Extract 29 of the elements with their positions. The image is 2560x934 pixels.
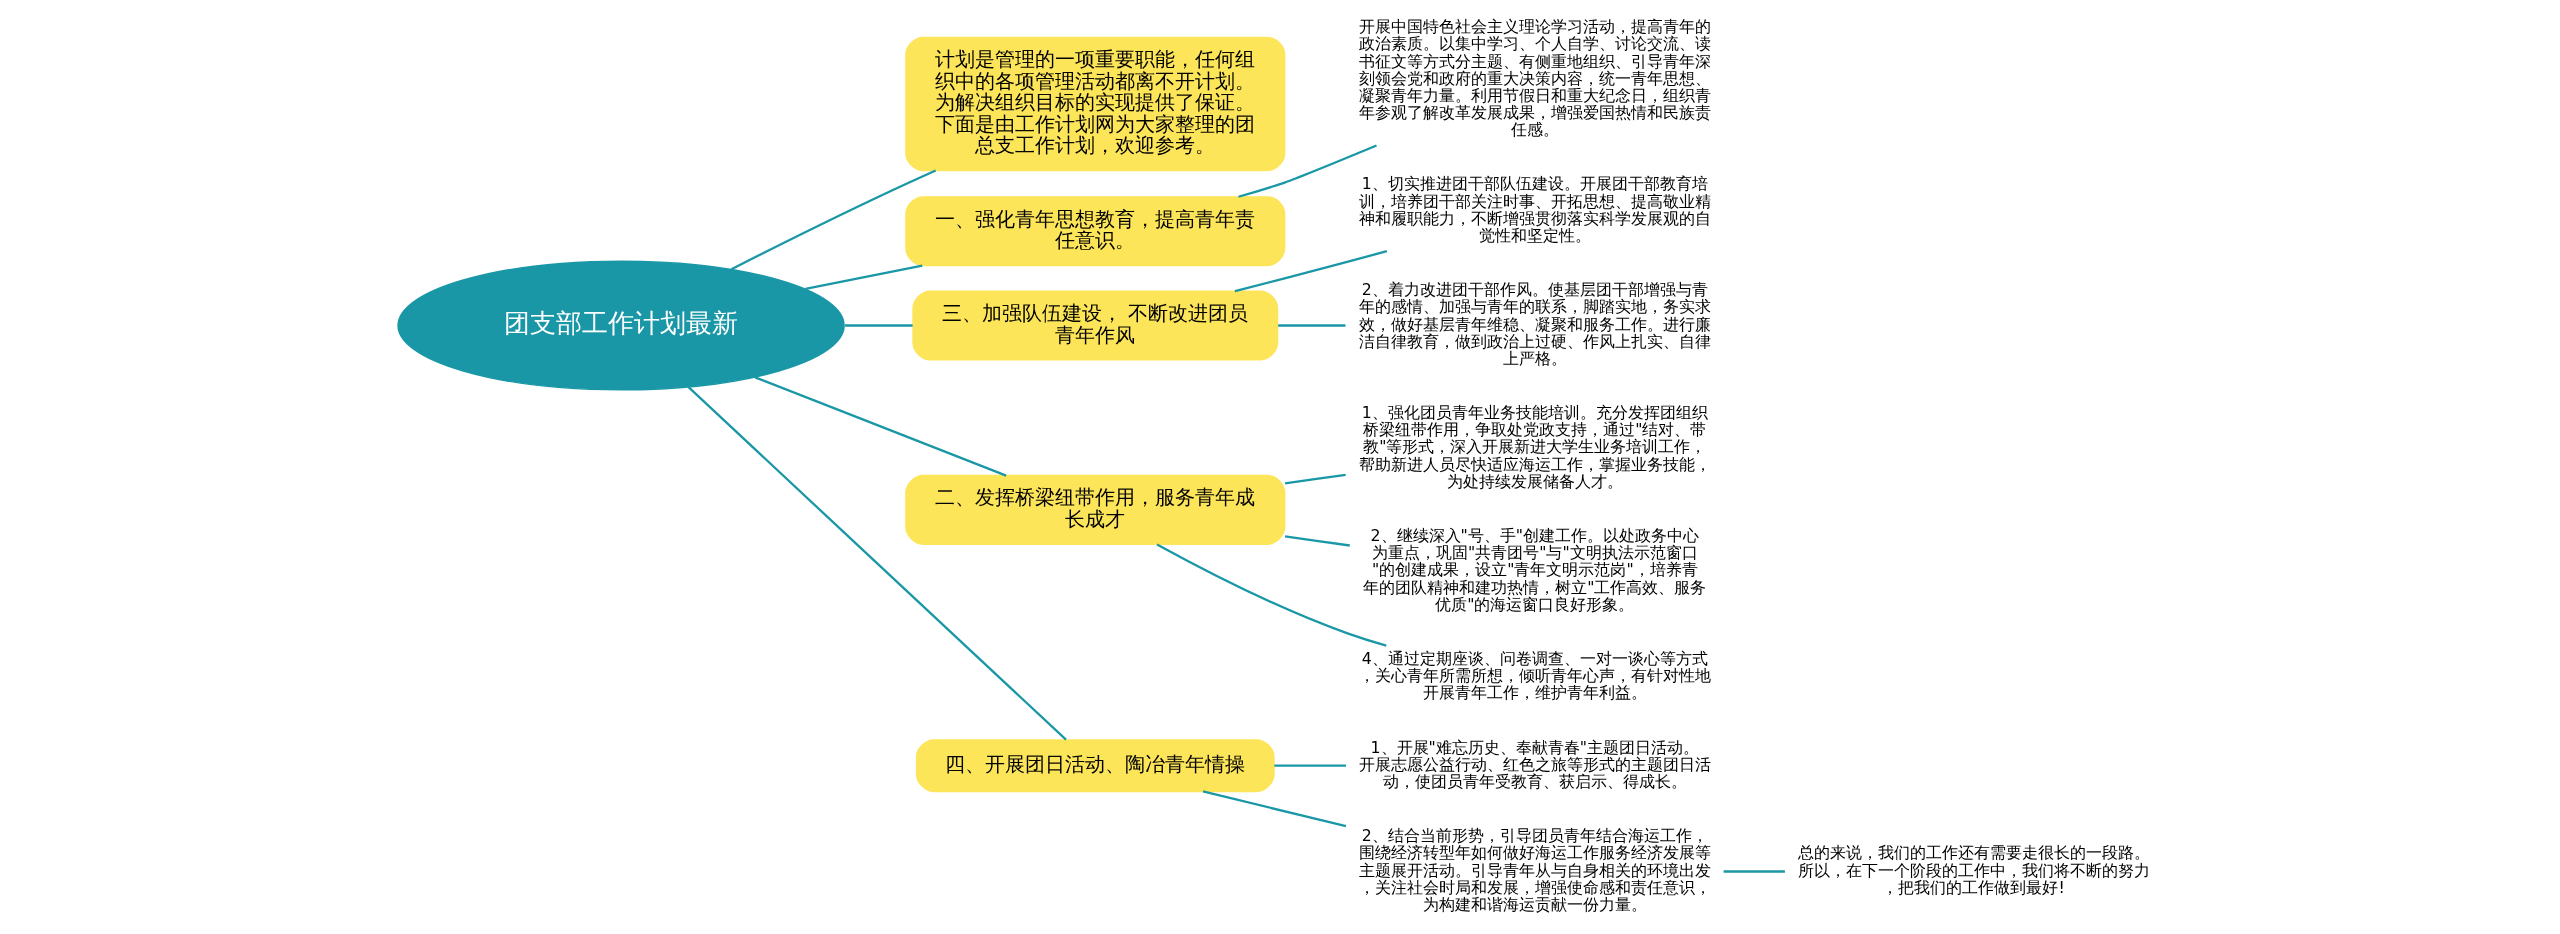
connector [1278,324,1346,327]
node-text: 总的来说，我们的工作还有需要走很长的一段路。所以，在下一个阶段的工作中，我们将不断的努力，把我们的工作做到最好! [1797,843,2150,897]
node-text: 1、切实推进团干部队伍建设。开展团干部教育培训，培养团干部关注时事、开拓思想、提高敬业精神和履职能力，不断增强贯彻落实科学发展观的自觉性和坚定性。 [1358,174,1711,245]
connector [845,324,913,327]
node-text: 4、通过定期座谈、问卷调查、一对一谈心等方式，关心青年所需所想，倾听青年心声，有针对性地开展青年工作，维护青年利益。 [1358,648,1711,703]
connector [1284,473,1346,485]
node-box: 一、强化青年思想教育，提高青年责任意识。 [905,196,1286,267]
connector [1274,764,1346,767]
node-box: 四、开展团日活动、陶冶青年情操 [915,739,1275,793]
node-text: 1、强化团员青年业务技能培训。充分发挥团组织桥梁纽带作用，争取处党政支持，通过"结对、带教"等形式，深入开展新进大学生业务培训工作，帮助新进人员尽快适应海运工作，掌握业务技能，为处持续发展储备人才。 [1358,403,1711,491]
node-ellipse: 团支部工作计划最新 [397,260,845,391]
connector [1723,870,1785,873]
connector [730,169,937,271]
connector [754,376,1007,477]
node-box: 二、发挥桥梁纽带作用，服务青年成长成才 [905,474,1286,545]
connector [1202,790,1347,828]
connector [805,264,923,290]
node-text: 2、结合当前形势，引导团员青年结合海运工作，围绕经济转型年如何做好海运工作服务经济发展等主题展开活动。引导青年从与自身相关的环境出发，关注社会时局和发展，增强使命感和责任意识，为构建和谐海运贡献一份力量。 [1358,826,1711,914]
connector [1284,535,1350,547]
node-text: 2、着力改进团干部作风。使基层团干部增强与青年的感情、加强与青年的联系，脚踏实地，务实求效，做好基层青年维稳、凝聚和服务工作。进行廉洁自律教育，做到政治上过硬、作风上扎实、自律上严格。 [1358,280,1711,368]
node-box: 三、加强队伍建设， 不断改进团员青年作风 [912,290,1279,361]
connector [1234,250,1388,293]
node-text: 1、开展"难忘历史、奉献青春"主题团日活动。开展志愿公益行动、红色之旅等形式的主题团日活动，使团员青年受教育、获启示、得成长。 [1358,737,1711,791]
connector [687,386,1067,741]
connector [1238,144,1377,198]
node-box: 计划是管理的一项重要职能，任何组织中的各项管理活动都离不开计划。为解决组织目标的实现提供了保证。下面是由工作计划网为大家整理的团总支工作计划，欢迎参考。 [905,36,1286,172]
node-text: 2、继续深入"号、手"创建工作。以处政务中心为重点，巩固"共青团号"与"文明执法示范窗口"的创建成果，设立"青年文明示范岗"，培养青年的团队精神和建功热情，树立"工作高效、服务优质"的海运窗口良好形象。 [1363,526,1707,614]
node-text: 开展中国特色社会主义理论学习活动，提高青年的政治素质。以集中学习、个人自学、讨论交流、读书征文等方式分主题、有侧重地组织、引导青年深刻领会党和政府的重大决策内容，统一青年思想、凝聚青年力量。利用节假日和重大纪念日，组织青年参观了解改革发展成果，增强爱国热情和民族责任感。 [1358,17,1711,140]
connector [1156,543,1387,647]
